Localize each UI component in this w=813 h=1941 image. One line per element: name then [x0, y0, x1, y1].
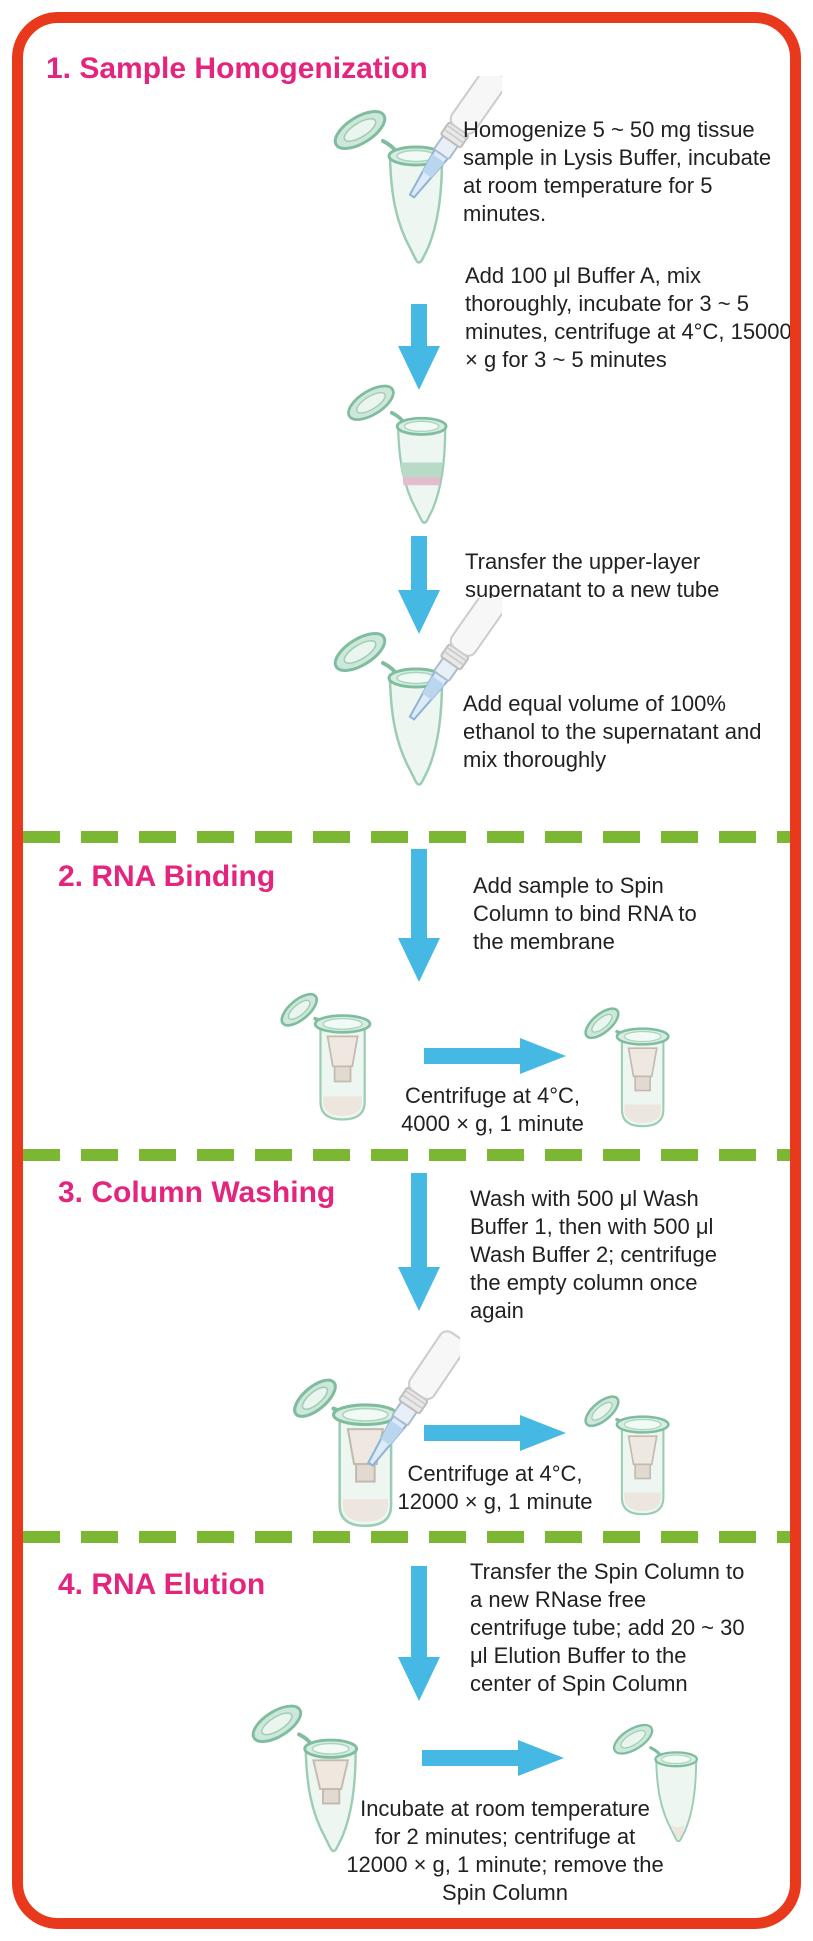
spin-column-icon: [582, 1001, 671, 1128]
dashed-divider: [23, 1149, 790, 1161]
spin-column-icon: [278, 986, 372, 1122]
down-arrow-icon: [398, 849, 440, 982]
step-note-homogenize: Homogenize 5 ~ 50 mg tissue sample in Ly…: [463, 117, 772, 226]
section-2-title: 2. RNA Binding: [58, 860, 276, 893]
right-arrow-icon: [424, 1038, 566, 1074]
step-note-centrifuge-4000: Centrifuge at 4°C, 4000 × g, 1 minute: [401, 1083, 584, 1136]
step-note-incubate-elute: Incubate at room temperature for 2 minut…: [346, 1796, 664, 1905]
right-arrow-icon: [422, 1740, 564, 1776]
down-arrow-icon: [398, 304, 440, 390]
step-note-bind: Add sample to Spin Column to bind RNA to…: [473, 873, 697, 954]
step-note-transfer: Transfer the upper-layer supernatant to …: [465, 549, 720, 602]
step-note-buffer-a: Add 100 μl Buffer A, mix thoroughly, inc…: [465, 263, 792, 372]
right-arrow-icon: [424, 1415, 566, 1451]
section-3-title: 3. Column Washing: [58, 1176, 336, 1209]
spin-column-insert-icon: [248, 1697, 359, 1853]
step-note-wash: Wash with 500 μl Wash Buffer 1, then wit…: [470, 1186, 718, 1323]
microtube-eluate-icon: [610, 1717, 699, 1843]
section-1-title: 1. Sample Homogenization: [46, 52, 428, 85]
step-note-ethanol: Add equal volume of 100% ethanol to the …: [463, 691, 762, 772]
step-note-elution-buffer: Transfer the Spin Column to a new RNase …: [470, 1559, 745, 1696]
down-arrow-icon: [398, 1566, 440, 1701]
dashed-divider: [23, 1531, 790, 1543]
microtube-layered-icon: [341, 377, 448, 525]
step-note-centrifuge-12000: Centrifuge at 4°C, 12000 × g, 1 minute: [397, 1461, 593, 1514]
down-arrow-icon: [398, 536, 440, 634]
down-arrow-icon: [398, 1173, 440, 1311]
spin-column-icon: [582, 1389, 671, 1516]
dashed-divider: [23, 831, 790, 843]
section-4-title: 4. RNA Elution: [58, 1568, 266, 1601]
